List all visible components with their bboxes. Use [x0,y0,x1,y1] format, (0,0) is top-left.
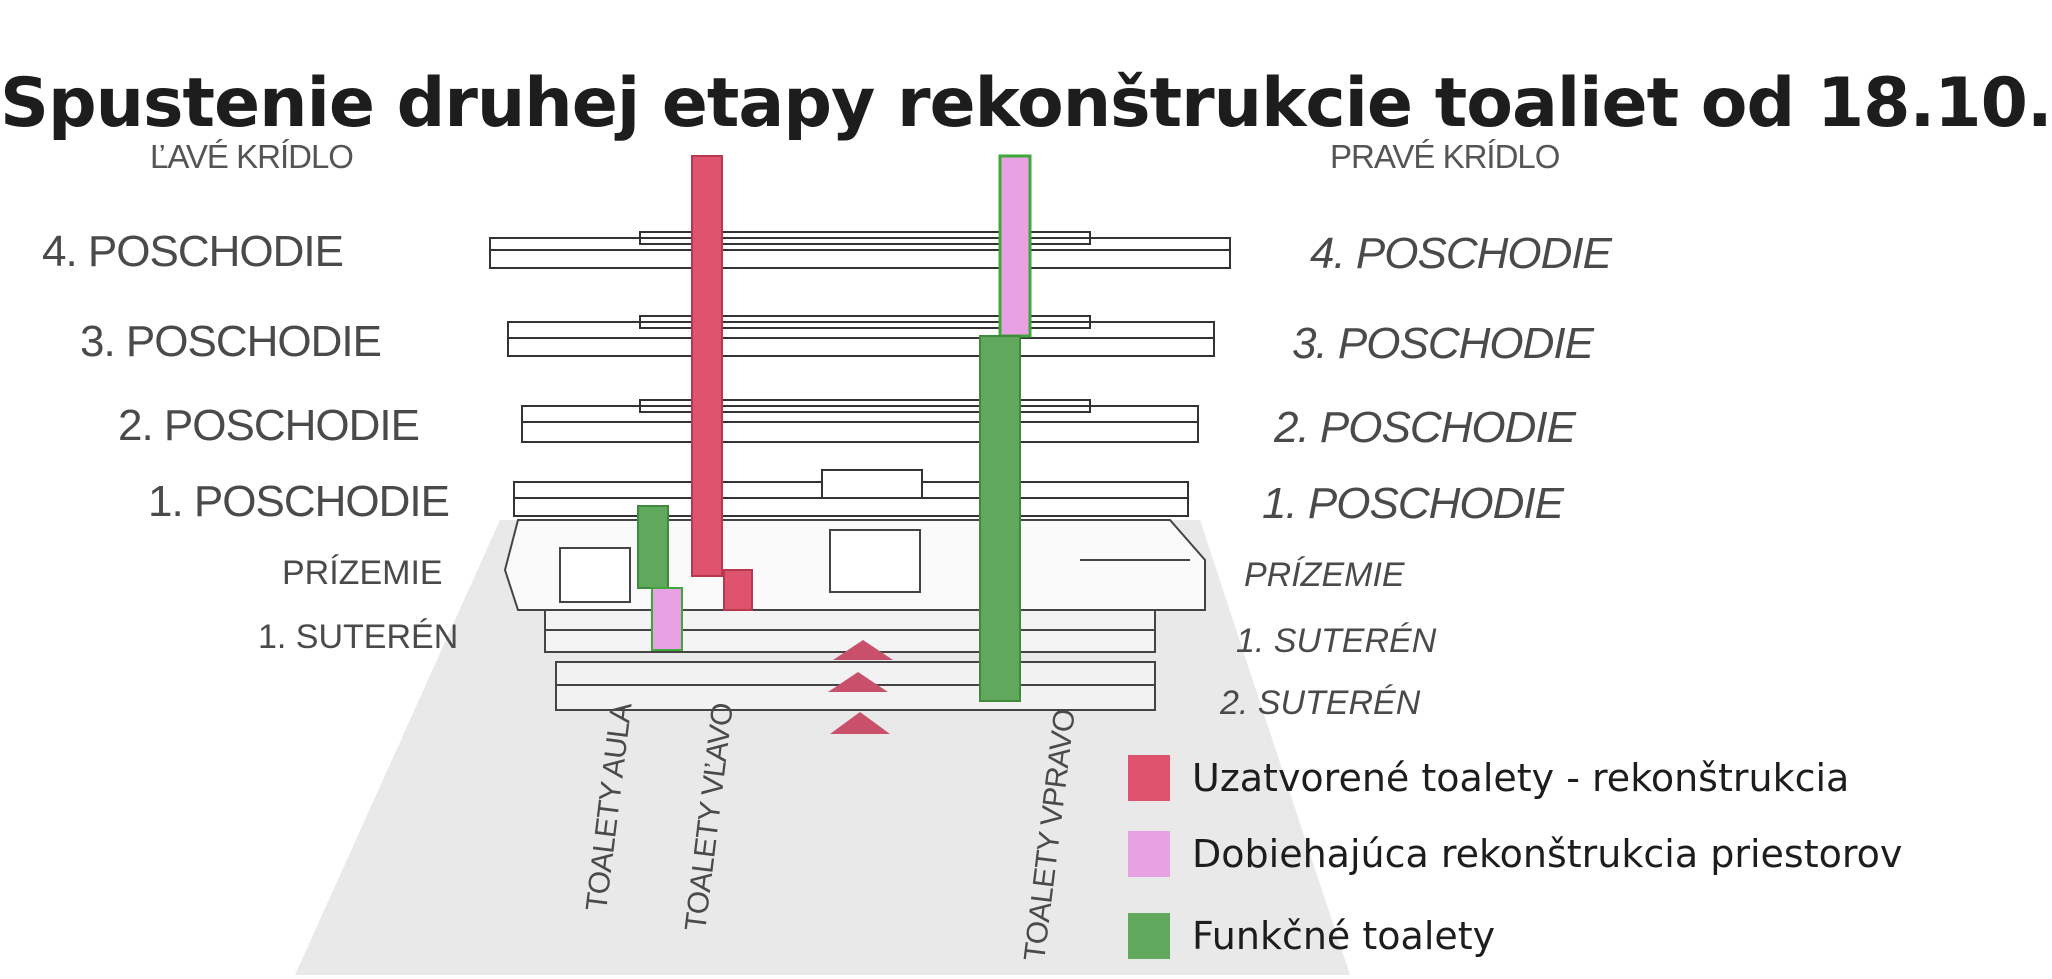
floor-label-right: 1. POSCHODIE [1262,479,1565,528]
floor-label-right: 3. POSCHODIE [1292,319,1595,368]
floor-plan-basement-1 [544,609,1156,653]
legend-item-ongoing: Dobiehajúca rekonštrukcia priestorov [1128,826,1902,882]
floor-plan-3 [507,315,1215,357]
legend-item-closed: Uzatvorené toalety - rekonštrukcia [1128,750,1849,806]
floor-plan-4 [489,231,1231,269]
floor-plan-2 [521,399,1199,443]
floor-label-right: 2. SUTERÉN [1219,684,1421,722]
shaft-left-closed [691,155,723,577]
floor-label-left: 2. POSCHODIE [118,401,419,450]
shaft-left-closed-lower [723,569,753,611]
legend-swatch-functional [1128,913,1170,959]
shaft-right-ongoing [998,154,1032,338]
floor-label-right: 2. POSCHODIE [1273,403,1577,452]
page-title: Spustenie druhej etapy rekonštrukcie toa… [0,63,2052,143]
floor-label-right: 1. SUTERÉN [1236,622,1437,660]
triangle-marker [828,672,888,692]
floor-label-left: 1. SUTERÉN [258,618,458,656]
legend-label-ongoing: Dobiehajúca rekonštrukcia priestorov [1192,832,1903,876]
floor-label-right: PRÍZEMIE [1244,556,1405,594]
legend-label-functional: Funkčné toalety [1192,914,1496,958]
floor-plan-diagram: ĽAVÉ KRÍDLO PRAVÉ KRÍDLO 4. POSCHODIE 3.… [42,138,1614,975]
floor-label-left: 3. POSCHODIE [80,317,381,366]
wing-label-right: PRAVÉ KRÍDLO [1330,138,1560,175]
floor-label-left: 1. POSCHODIE [148,477,449,526]
legend-label-closed: Uzatvorené toalety - rekonštrukcia [1192,756,1850,800]
legend-item-functional: Funkčné toalety [1128,908,1495,964]
floor-plan-1 [513,469,1189,517]
triangle-marker [830,712,890,734]
floor-plan-ground [503,519,1206,611]
triangle-marker [833,640,893,660]
shaft-aula-ongoing [651,587,683,651]
wing-label-left: ĽAVÉ KRÍDLO [150,138,353,175]
floor-label-left: PRÍZEMIE [282,554,443,592]
legend-swatch-ongoing [1128,831,1170,877]
legend-swatch-closed [1128,755,1170,801]
floor-label-right: 4. POSCHODIE [1310,229,1613,278]
shaft-aula-functional [637,505,669,589]
shaft-right-functional [979,335,1021,702]
floor-label-left: 4. POSCHODIE [42,227,343,276]
